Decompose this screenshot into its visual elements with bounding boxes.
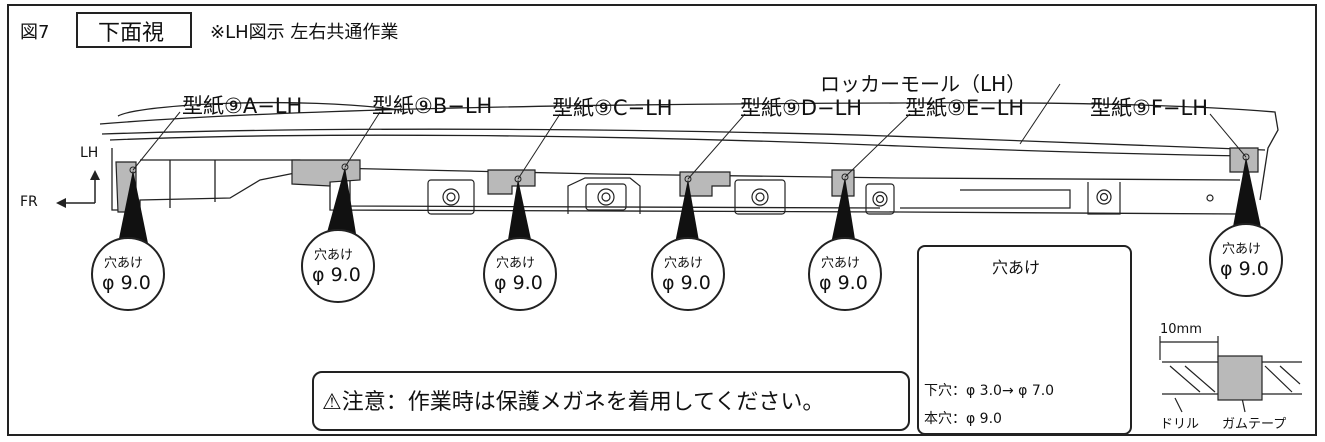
callout-a-size: φ 9.0 xyxy=(102,272,151,294)
template-label-e: 型紙⑨E−LH xyxy=(905,96,1025,120)
template-label-d: 型紙⑨D−LH xyxy=(740,96,863,120)
drill-info-box xyxy=(917,245,1132,435)
callout-f-title: 穴あけ xyxy=(1222,242,1262,257)
view-note: ※LH図示 左右共通作業 xyxy=(210,22,399,43)
template-label-f: 型紙⑨F−LH xyxy=(1090,96,1208,120)
callout-b-title: 穴あけ xyxy=(314,248,354,263)
callout-a-title: 穴あけ xyxy=(104,256,144,271)
caution-box xyxy=(312,371,910,431)
callout-c-title: 穴あけ xyxy=(496,256,536,271)
template-patches xyxy=(115,147,1259,213)
arrow-heads xyxy=(56,170,100,208)
tape-dimension-label: 10mm xyxy=(1160,322,1202,337)
figure-number: 図7 xyxy=(20,22,50,43)
leader-lines xyxy=(132,83,1247,180)
rocker-molding-label: ロッカーモール（LH） xyxy=(820,72,1027,96)
template-label-b: 型紙⑨B−LH xyxy=(372,94,493,118)
callout-d-size: φ 9.0 xyxy=(662,272,711,294)
callout-d-title: 穴あけ xyxy=(664,256,704,271)
callout-circles xyxy=(91,223,1283,311)
direction-fr-label: FR xyxy=(20,194,38,210)
direction-lh-label: LH xyxy=(80,145,99,161)
view-name: 下面視 xyxy=(98,21,165,46)
template-label-c: 型紙⑨C−LH xyxy=(552,96,673,120)
drill-info-title: 穴あけ xyxy=(992,258,1041,277)
callout-e-size: φ 9.0 xyxy=(819,272,868,294)
tape-part-label: ガムテープ xyxy=(1222,417,1287,432)
drill-part-label: ドリル xyxy=(1160,417,1200,432)
clip-features xyxy=(427,177,1214,215)
callout-b-size: φ 9.0 xyxy=(312,264,361,286)
pilot-hole-spec: 下穴：φ 3.0→ φ 7.0 xyxy=(924,383,1055,399)
callout-f-size: φ 9.0 xyxy=(1220,258,1269,280)
direction-arrows xyxy=(64,178,96,204)
callout-e-title: 穴あけ xyxy=(821,256,861,271)
caution-text: ⚠注意：作業時は保護メガネを着用してください。 xyxy=(322,390,825,415)
template-label-a: 型紙⑨A−LH xyxy=(182,94,303,118)
tape-block xyxy=(1217,355,1263,401)
figure-frame xyxy=(7,4,1317,436)
main-hole-spec: 本穴：φ 9.0 xyxy=(924,411,1002,427)
callout-c-size: φ 9.0 xyxy=(494,272,543,294)
view-box xyxy=(76,12,192,48)
